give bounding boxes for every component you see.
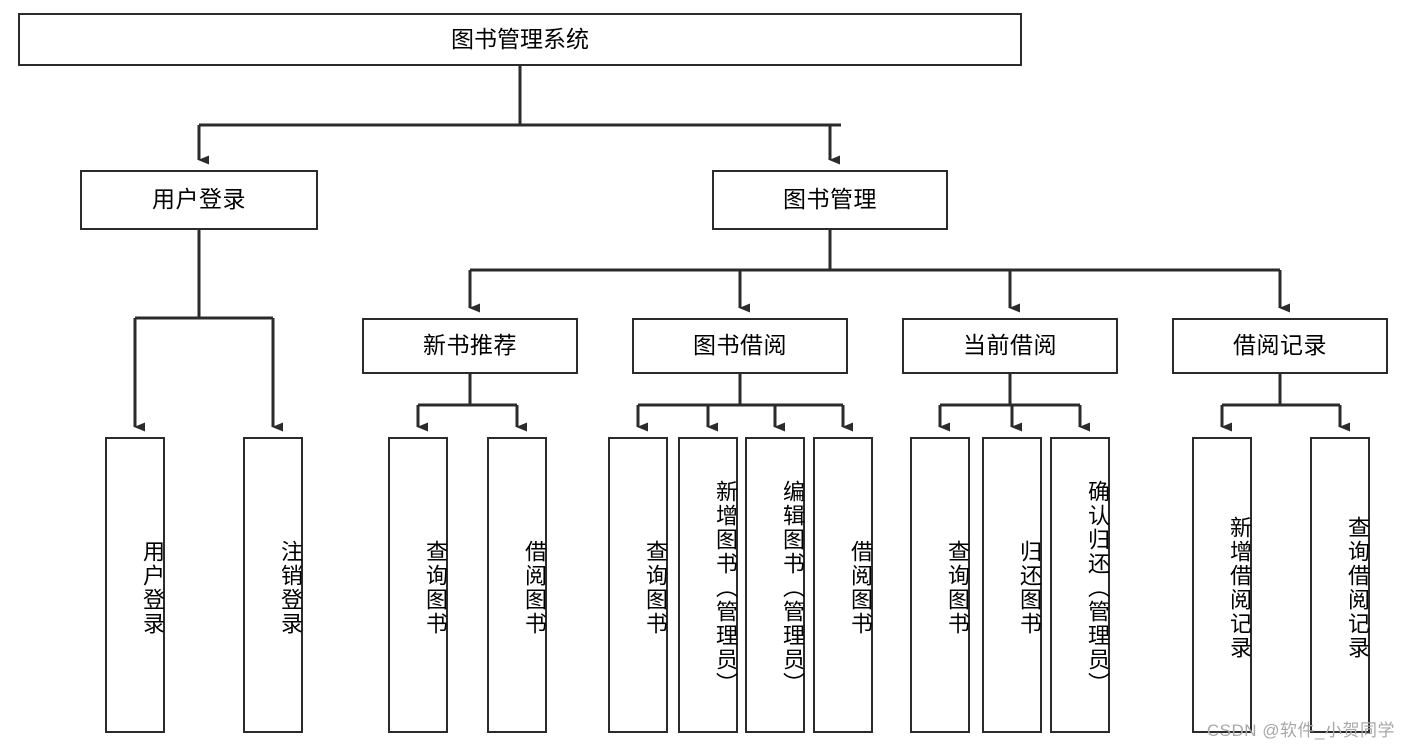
node-leaf-query-book-1-label: 查询图书 bbox=[423, 540, 448, 636]
node-borrow-record-label: 借阅记录 bbox=[1233, 332, 1327, 359]
node-book-borrow[interactable]: 图书借阅 bbox=[632, 318, 848, 374]
node-leaf-borrow-book-1[interactable]: 借阅图书 bbox=[487, 437, 547, 733]
node-root[interactable]: 图书管理系统 bbox=[18, 13, 1022, 66]
node-leaf-user-login[interactable]: 用户登录 bbox=[105, 437, 165, 733]
node-leaf-add-book[interactable]: 新增图书（管理员） bbox=[678, 437, 738, 733]
node-leaf-borrow-book-1-label: 借阅图书 bbox=[522, 540, 547, 636]
node-leaf-add-record-label: 新增借阅记录 bbox=[1227, 516, 1252, 660]
node-leaf-add-book-label: 新增图书（管理员） bbox=[713, 480, 738, 696]
node-borrow-record[interactable]: 借阅记录 bbox=[1172, 318, 1388, 374]
node-user-login[interactable]: 用户登录 bbox=[80, 170, 318, 230]
node-leaf-return-book[interactable]: 归还图书 bbox=[982, 437, 1042, 733]
node-book-manage-label: 图书管理 bbox=[783, 186, 877, 213]
node-leaf-query-record[interactable]: 查询借阅记录 bbox=[1310, 437, 1370, 733]
node-leaf-confirm-return[interactable]: 确认归还（管理员） bbox=[1050, 437, 1110, 733]
node-leaf-borrow-book-2[interactable]: 借阅图书 bbox=[813, 437, 873, 733]
node-new-book-rec[interactable]: 新书推荐 bbox=[362, 318, 578, 374]
node-leaf-edit-book[interactable]: 编辑图书（管理员） bbox=[745, 437, 805, 733]
node-new-book-rec-label: 新书推荐 bbox=[423, 332, 517, 359]
node-current-borrow[interactable]: 当前借阅 bbox=[902, 318, 1118, 374]
node-leaf-confirm-return-label: 确认归还（管理员） bbox=[1085, 480, 1110, 696]
node-leaf-logout-login-label: 注销登录 bbox=[278, 540, 303, 636]
node-leaf-query-book-2[interactable]: 查询图书 bbox=[608, 437, 668, 733]
node-book-borrow-label: 图书借阅 bbox=[693, 332, 787, 359]
node-user-login-label: 用户登录 bbox=[152, 186, 246, 213]
node-current-borrow-label: 当前借阅 bbox=[963, 332, 1057, 359]
node-root-label: 图书管理系统 bbox=[451, 25, 589, 52]
node-leaf-query-book-1[interactable]: 查询图书 bbox=[388, 437, 448, 733]
node-leaf-user-login-label: 用户登录 bbox=[140, 540, 165, 636]
node-leaf-query-record-label: 查询借阅记录 bbox=[1345, 516, 1370, 660]
node-leaf-query-book-3[interactable]: 查询图书 bbox=[910, 437, 970, 733]
node-leaf-query-book-2-label: 查询图书 bbox=[643, 540, 668, 636]
csdn-watermark: CSDN @软件_小贺同学 bbox=[1206, 721, 1395, 740]
node-leaf-add-record[interactable]: 新增借阅记录 bbox=[1192, 437, 1252, 733]
node-leaf-logout-login[interactable]: 注销登录 bbox=[243, 437, 303, 733]
node-leaf-query-book-3-label: 查询图书 bbox=[945, 540, 970, 636]
node-leaf-borrow-book-2-label: 借阅图书 bbox=[848, 540, 873, 636]
node-leaf-edit-book-label: 编辑图书（管理员） bbox=[780, 480, 805, 696]
node-book-manage[interactable]: 图书管理 bbox=[712, 170, 948, 230]
node-leaf-return-book-label: 归还图书 bbox=[1017, 540, 1042, 636]
